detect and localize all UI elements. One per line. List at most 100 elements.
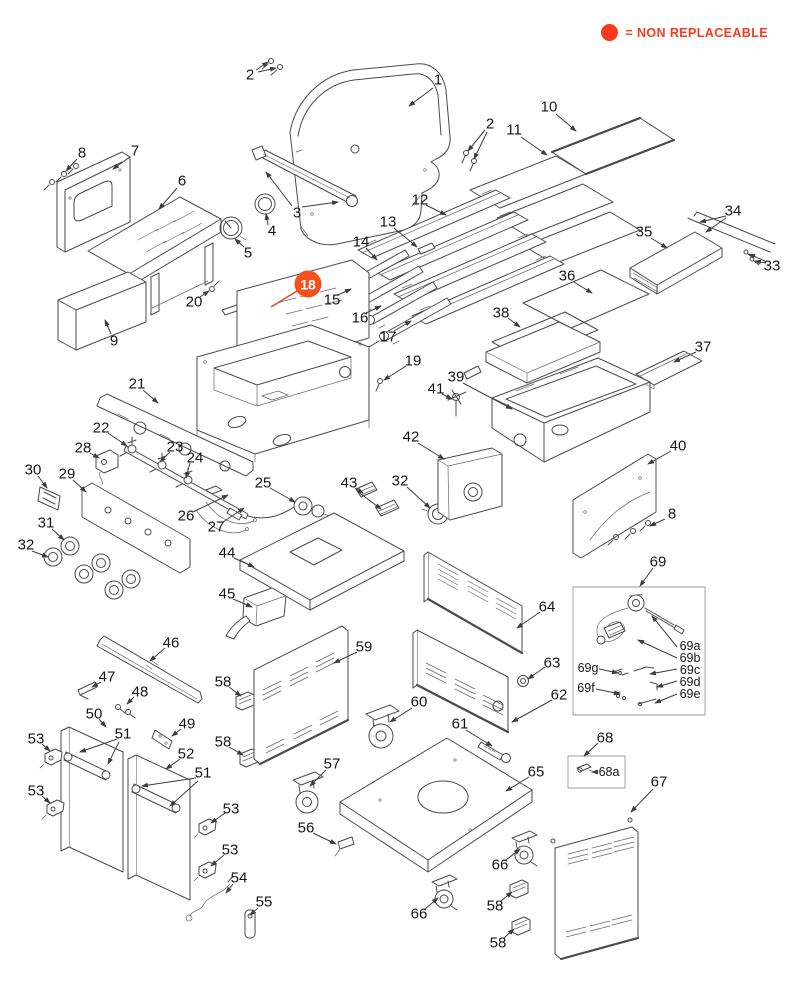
part-40-rear-panel	[573, 454, 656, 558]
leader-line-34	[699, 215, 727, 224]
part-label-59: 59	[355, 638, 373, 656]
leader-line-51	[79, 738, 118, 753]
part-label-58: 58	[489, 934, 507, 952]
leader-line-28	[89, 452, 100, 459]
leader-line-43	[354, 487, 364, 494]
part-7-side-panel	[57, 152, 130, 252]
part-label-21: 21	[128, 375, 146, 393]
leader-line-35	[650, 237, 668, 249]
part-label-49: 49	[178, 715, 196, 733]
leader-line-41	[441, 393, 453, 400]
part-5-thermometer	[220, 217, 246, 240]
part-62-panel	[413, 630, 508, 732]
leader-line-53	[210, 854, 225, 867]
leader-line-55	[249, 907, 259, 916]
part-label-31: 31	[37, 514, 55, 532]
part-label-47: 47	[98, 668, 116, 686]
part-label-8: 8	[77, 144, 87, 162]
part-label-61: 61	[451, 715, 469, 733]
leader-line-69a	[651, 615, 678, 648]
leader-line-13	[393, 227, 418, 248]
part-label-1: 1	[433, 71, 443, 89]
leader-line-58	[500, 891, 513, 902]
part-label-7: 7	[130, 142, 140, 160]
part-label-43: 43	[340, 474, 358, 492]
part-67-rear-cart-panel	[551, 818, 638, 959]
part-label-9: 9	[109, 332, 119, 350]
leader-line-22	[107, 432, 128, 447]
leader-line-58	[228, 686, 242, 697]
leader-line-69b	[637, 639, 678, 659]
part-59-back-panel	[254, 626, 348, 764]
part-68-kit-box	[568, 756, 625, 788]
part-61-bolt	[478, 742, 511, 763]
part-label-15: 15	[323, 291, 341, 309]
leader-line-51	[141, 777, 197, 788]
part-label-2: 2	[485, 115, 495, 133]
leader-line-4	[264, 213, 270, 226]
part-label-69a: 69a	[679, 638, 701, 653]
leader-line-69e	[654, 693, 678, 704]
leader-line-36	[573, 281, 593, 294]
leader-line-58	[503, 928, 515, 939]
part-label-45: 45	[218, 585, 236, 603]
part-label-68: 68	[596, 729, 614, 747]
valve	[120, 437, 136, 456]
leader-line-5	[234, 238, 245, 248]
part-label-36: 36	[558, 267, 576, 285]
part-4-bezel-ring	[255, 194, 275, 214]
leader-line-50	[98, 718, 107, 728]
leader-line-21	[142, 389, 159, 404]
leader-line-20	[199, 290, 210, 298]
part-label-5: 5	[243, 244, 253, 262]
part-label-53: 53	[221, 841, 239, 859]
part-label-58: 58	[214, 673, 232, 691]
part-label-37: 37	[694, 338, 712, 356]
leader-line-66	[424, 897, 439, 910]
part-label-68a: 68a	[598, 764, 620, 779]
part-56-clip	[335, 837, 354, 856]
leader-line-52	[165, 758, 181, 770]
part-28-igniter	[96, 450, 118, 485]
part-label-69: 69	[649, 553, 667, 571]
part-30-bezel	[38, 487, 60, 510]
leader-line-63	[527, 666, 546, 680]
part-label-6: 6	[177, 172, 187, 190]
part-label-46: 46	[162, 634, 180, 652]
leader-line-53	[210, 812, 226, 824]
part-label-62: 62	[550, 686, 568, 704]
part-label-28: 28	[74, 439, 92, 457]
leader-line-29	[72, 479, 87, 493]
leader-line-24	[185, 462, 191, 479]
leader-line-8	[65, 158, 78, 172]
non-replaceable-dot-icon	[601, 24, 619, 41]
leader-line-69c	[649, 668, 678, 676]
part-18-firebox	[197, 260, 369, 462]
leader-line-64	[516, 611, 541, 629]
leader-line-8	[649, 518, 666, 527]
leader-line-33	[754, 259, 767, 265]
part-39-sideburner-box	[492, 358, 650, 462]
part-label-10: 10	[540, 98, 558, 116]
leader-line-2	[473, 131, 488, 160]
part-label-25: 25	[254, 474, 272, 492]
leader-line-65	[505, 776, 530, 792]
part-25-hose-regulator	[248, 497, 332, 518]
leader-line-60	[389, 707, 413, 723]
legend-text: = NON REPLACEABLE	[625, 25, 768, 40]
leader-line-32	[31, 550, 49, 558]
leader-line-17	[393, 320, 412, 332]
leader-line-15	[337, 288, 352, 296]
leader-line-69	[639, 567, 654, 587]
leader-line-19	[383, 365, 407, 381]
leader-line-42	[417, 442, 445, 460]
part-label-63: 63	[543, 654, 561, 672]
leader-line-46	[149, 647, 166, 662]
leader-line-69f	[595, 688, 621, 696]
leader-line-47	[91, 681, 102, 688]
part-42-control-box	[438, 448, 502, 520]
part-label-69f: 69f	[577, 680, 595, 695]
leader-line-58	[228, 746, 244, 756]
part-label-44: 44	[218, 544, 236, 562]
part-6-side-shelf	[88, 197, 221, 315]
